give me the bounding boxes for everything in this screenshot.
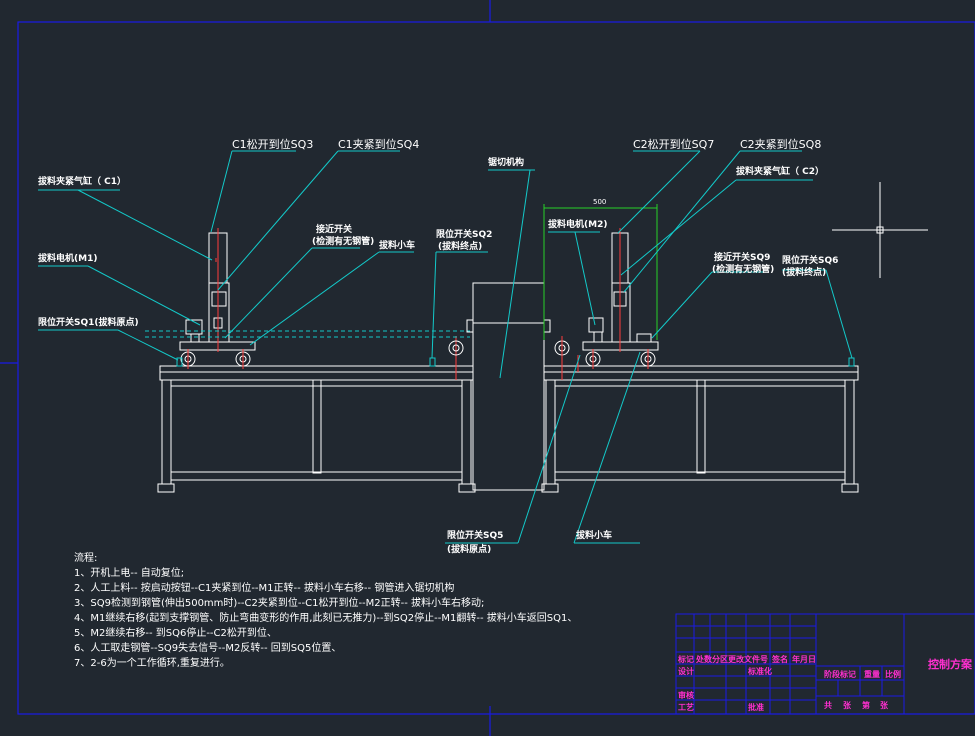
tb-scale: 比例 [885,670,901,679]
right-cart-red-marks [561,228,649,380]
notes-title: 流程: [74,553,98,564]
label-cart-left: 拔料小车 [379,241,416,251]
label-proximity-switch: 接近开关 [316,225,353,235]
dimension-500 [543,204,658,340]
tb-change-doc: 更改文件号 [728,655,768,664]
right-limit-switches [848,357,855,367]
label-motor-m1: 拔料电机(M1) [38,254,98,264]
note-line-4: 4、M1继续右移(起到支撑钢管、防止弯曲变形的作用,此刻已无推力)--到SQ2停… [74,613,578,624]
label-proximity-sq9: 接近开关SQ9 [714,253,771,263]
label-saw: 锯切机构 [488,158,525,168]
tb-weight: 重量 [864,670,880,679]
tb-zone: 分区 [712,655,728,664]
label-limit-sq6: 限位开关SQ6 [782,256,839,266]
left-cart-red-marks [187,228,457,380]
label-limit-sq5-note: (拔料原点) [447,545,492,555]
note-line-2: 2、人工上料-- 按启动按钮--C1夹紧到位--M1正转-- 拔料小车右移-- … [74,583,455,594]
left-limit-switches [176,357,436,367]
dimension-500-text: 500 [593,198,607,206]
label-limit-sq5: 限位开关SQ5 [447,531,504,541]
label-c2-clamp: C2夹紧到位SQ8 [740,138,822,151]
tb-sign: 签名 [772,655,788,664]
pipe-dashed-line [145,330,470,338]
tb-sheet-total: 共 [824,701,832,710]
label-limit-sq6-note: (拔料终点) [782,268,827,278]
right-cart [554,232,659,367]
label-limit-sq2: 限位开关SQ2 [436,230,493,240]
label-cylinder-c1: 拔料夹紧气缸（ C1） [38,177,127,187]
label-c1-open: C1松开到位SQ3 [232,138,314,151]
label-motor-m2: 拔料电机(M2) [548,220,608,230]
label-limit-sq2-note: (拔料终点) [438,242,483,252]
label-proximity-sq9-note: (检测有无钢管) [712,265,775,275]
process-notes: 流程: 1、开机上电-- 自动复位; 2、人工上料-- 按启动按钮--C1夹紧到… [74,551,577,671]
tb-count: 处数 [696,655,712,664]
tb-sheet-unit2: 张 [880,701,888,710]
tb-date: 年月日 [792,655,816,664]
tb-design: 设计 [678,667,694,676]
left-roller [448,340,464,356]
label-cart-right: 拔料小车 [576,531,613,541]
note-line-3: 3、SQ9检测到钢管(伸出500mm时)--C2夹紧到位--C1松开到位--M2… [74,598,485,609]
note-line-7: 7、2-6为一个工作循环,重复进行。 [74,658,230,669]
label-proximity-switch-note: (检测有无钢管) [312,237,375,247]
tb-sheet-unit1: 张 [843,701,851,710]
tb-standard: 标准化 [748,667,772,676]
tb-sheet-no: 第 [862,701,870,710]
tb-approve: 批准 [748,703,764,712]
crosshair-cursor [832,182,928,278]
leader-lines [38,150,853,544]
note-line-6: 6、人工取走钢管--SQ9失去信号--M2反转-- 回到SQ5位置、 [74,643,342,654]
tb-stage: 阶段标记 [824,670,856,679]
note-line-1: 1、开机上电-- 自动复位; [74,568,185,579]
tb-review: 审核 [678,691,694,700]
label-cylinder-c2: 拔料夹紧气缸（ C2） [736,167,825,177]
title-block-frame [675,613,975,715]
label-c1-clamp: C1夹紧到位SQ4 [338,138,420,151]
note-line-5: 5、M2继续右移-- 到SQ6停止--C2松开到位、 [74,628,277,639]
right-machine-frame [541,365,859,493]
drawing-title: 控制方案 [928,658,972,671]
saw-mechanism [466,282,551,491]
left-machine-frame [157,365,476,493]
tb-mark: 标记 [678,655,694,664]
label-c2-open: C2松开到位SQ7 [633,138,715,151]
tb-process: 工艺 [678,703,694,712]
label-limit-sq1: 限位开关SQ1(拔料原点) [38,318,139,328]
